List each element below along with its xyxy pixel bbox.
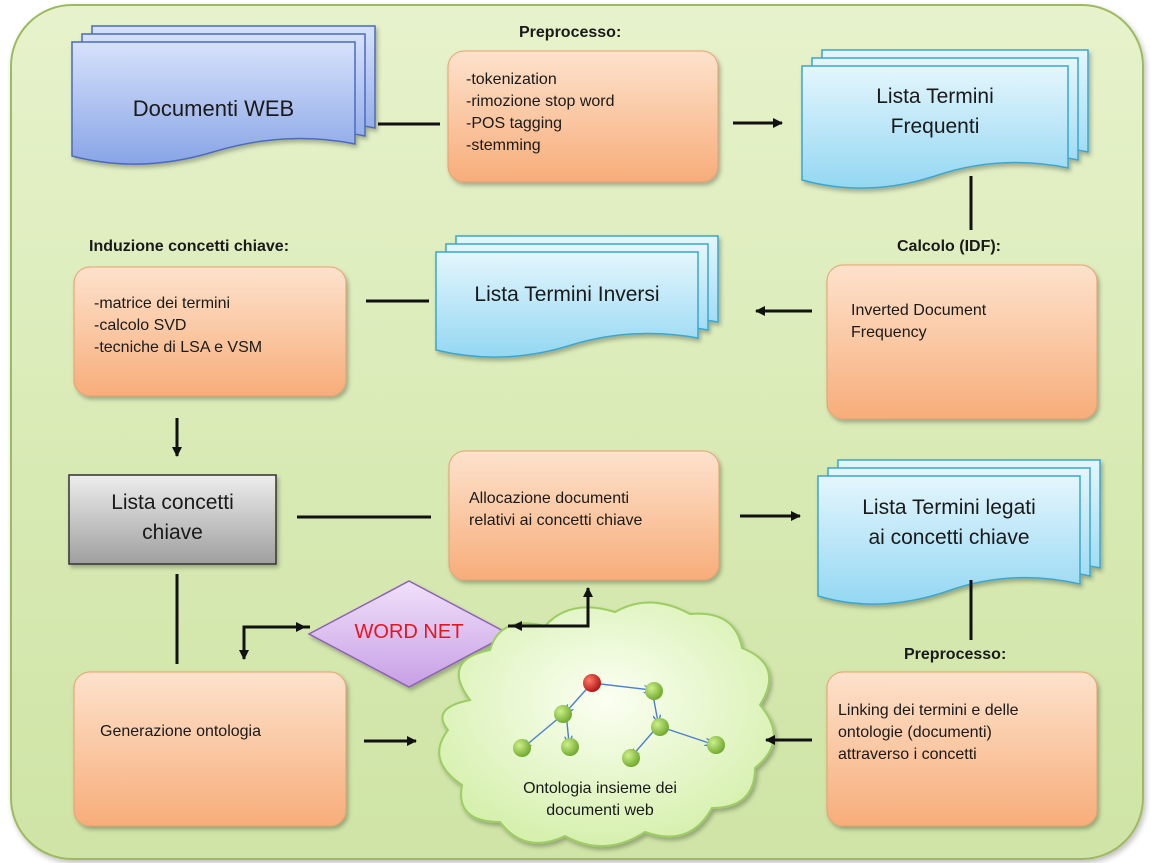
induzione-step: -matrice dei termini bbox=[94, 295, 231, 312]
preprocess-step: -rimozione stop word bbox=[466, 93, 615, 110]
allocazione-box bbox=[448, 450, 720, 581]
connectors bbox=[172, 118, 973, 746]
concetti-chiave-box bbox=[68, 474, 277, 565]
preprocesso-top-header: Preprocesso: bbox=[519, 24, 622, 41]
wordnet-diamond bbox=[307, 580, 511, 688]
arrow-heads-start bbox=[296, 621, 522, 632]
linking-line: attraverso i concetti bbox=[838, 746, 977, 763]
idf-line: Frequency bbox=[851, 324, 927, 341]
generazione-label: Generazione ontologia bbox=[100, 723, 262, 740]
lista-inversi-doc bbox=[435, 235, 719, 358]
idf-text: Inverted Document Frequency bbox=[851, 300, 1091, 344]
tree-node bbox=[645, 682, 663, 700]
calcolo-header: Calcolo (IDF): bbox=[897, 238, 1001, 255]
linking-text: Linking dei termini e delle ontologie (d… bbox=[838, 700, 1093, 766]
linking-line: ontologie (documenti) bbox=[838, 724, 992, 741]
concetti-chiave-label: Lista concetti chiave bbox=[69, 488, 276, 548]
preprocess-box bbox=[447, 50, 719, 183]
lista-legati-line: Lista Termini legati bbox=[862, 496, 1036, 519]
wordnet-label: WORD NET bbox=[354, 621, 464, 643]
preprocess-step: -tokenization bbox=[466, 71, 557, 88]
induzione-steps: -matrice dei termini -calcolo SVD -tecni… bbox=[94, 293, 344, 359]
lista-legati-label: Lista Termini legati ai concetti chiave bbox=[818, 493, 1080, 553]
preprocess-step: -stemming bbox=[466, 137, 541, 154]
idf-box bbox=[826, 264, 1098, 420]
tree-node bbox=[622, 749, 640, 767]
linking-box bbox=[826, 671, 1098, 827]
concetti-chiave-line: Lista concetti bbox=[111, 491, 234, 514]
preprocess-steps: -tokenization -rimozione stop word -POS … bbox=[466, 69, 716, 157]
tree-node bbox=[651, 718, 669, 736]
generazione-box bbox=[73, 671, 347, 827]
tree-node bbox=[513, 739, 531, 757]
tree-root-node bbox=[583, 674, 601, 692]
ontologia-line: documenti web bbox=[546, 802, 654, 819]
lista-inversi-label: Lista Termini Inversi bbox=[474, 283, 660, 306]
wordnet-link-right bbox=[508, 587, 593, 628]
concetti-chiave-line: chiave bbox=[142, 521, 203, 544]
ontologia-label: Ontologia insieme dei documenti web bbox=[470, 778, 730, 822]
tree-node bbox=[707, 736, 725, 754]
induzione-box bbox=[73, 266, 347, 397]
allocazione-line: Allocazione documenti bbox=[469, 490, 630, 507]
documenti-web-label: Documenti WEB bbox=[132, 96, 295, 121]
induzione-step: -calcolo SVD bbox=[94, 317, 187, 334]
induzione-step: -tecniche di LSA e VSM bbox=[94, 339, 263, 356]
lista-frequenti-line: Frequenti bbox=[890, 115, 980, 138]
allocazione-text: Allocazione documenti relativi ai concet… bbox=[469, 488, 714, 532]
linking-line: Linking dei termini e delle bbox=[838, 702, 1019, 719]
lista-legati-doc bbox=[817, 459, 1101, 605]
ontology-tree bbox=[513, 674, 725, 767]
documenti-web-doc bbox=[71, 25, 376, 165]
preprocess-step: -POS tagging bbox=[466, 115, 563, 132]
ontologia-cloud bbox=[438, 601, 775, 847]
preprocesso-bottom-header: Preprocesso: bbox=[904, 646, 1007, 663]
lista-frequenti-line: Lista Termini bbox=[876, 85, 994, 108]
wordnet-link-left bbox=[239, 625, 310, 660]
induzione-header: Induzione concetti chiave: bbox=[89, 238, 290, 255]
allocazione-line: relativi ai concetti chiave bbox=[469, 512, 643, 529]
lista-legati-line: ai concetti chiave bbox=[868, 526, 1030, 549]
tree-node bbox=[554, 705, 572, 723]
lista-frequenti-doc bbox=[801, 49, 1089, 189]
tree-node bbox=[561, 738, 579, 756]
lista-frequenti-label: Lista Termini Frequenti bbox=[802, 82, 1068, 142]
idf-line: Inverted Document bbox=[851, 302, 987, 319]
ontologia-line: Ontologia insieme dei bbox=[523, 780, 677, 797]
